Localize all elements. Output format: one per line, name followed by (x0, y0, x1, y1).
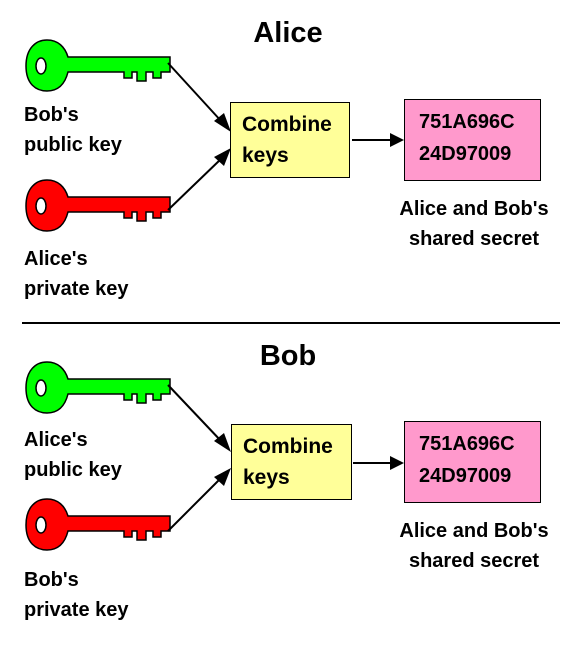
key2-label-bob: Bob's private key (24, 569, 129, 621)
shared-secret-caption-alice: Alice and Bob's shared secret (399, 198, 549, 250)
section-divider (22, 322, 560, 324)
shared-secret-box-alice: 751A696C 24D97009 (404, 99, 541, 181)
private-key-icon (25, 179, 171, 232)
shared-secret-caption-bob: Alice and Bob's shared secret (399, 520, 549, 572)
shared-secret-box-bob: 751A696C 24D97009 (404, 421, 541, 503)
section-title-bob: Bob (259, 340, 317, 372)
key1-label-alice: Bob's public key (24, 104, 122, 156)
key2-label-alice: Alice's private key (24, 248, 129, 300)
public-key-icon (25, 39, 171, 92)
combine-keys-box-bob: Combine keys (231, 424, 352, 500)
combine-keys-box-alice: Combine keys (230, 102, 350, 178)
private-key-icon (25, 498, 171, 551)
section-title-alice: Alice (253, 17, 323, 49)
public-key-icon (25, 361, 171, 414)
key1-label-bob: Alice's public key (24, 429, 122, 481)
